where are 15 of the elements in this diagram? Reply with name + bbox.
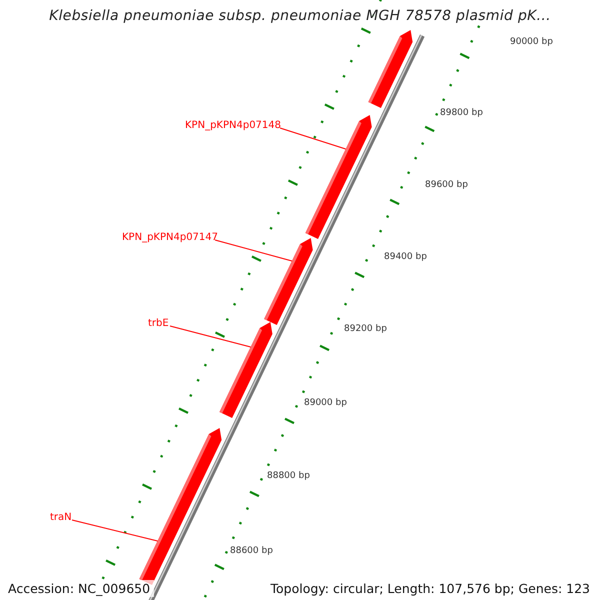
- gene-label: traN: [50, 512, 72, 523]
- scale-label: 90000 bp: [510, 37, 553, 47]
- gene-feature: [220, 322, 272, 418]
- gene-label: KPN_pKPN4p07147: [122, 232, 218, 243]
- leader-line: [170, 326, 252, 348]
- leader-line: [72, 520, 158, 542]
- gene-feature: [368, 30, 413, 108]
- gene-feature: [264, 238, 313, 325]
- gene-feature: [305, 115, 372, 239]
- scale-label: 89600 bp: [425, 180, 468, 190]
- gene-label: trbE: [148, 318, 169, 329]
- scale-label: 88800 bp: [267, 471, 310, 481]
- leader-line: [214, 240, 292, 262]
- gene-label: KPN_pKPN4p07148: [185, 120, 282, 131]
- leader-line: [280, 128, 346, 150]
